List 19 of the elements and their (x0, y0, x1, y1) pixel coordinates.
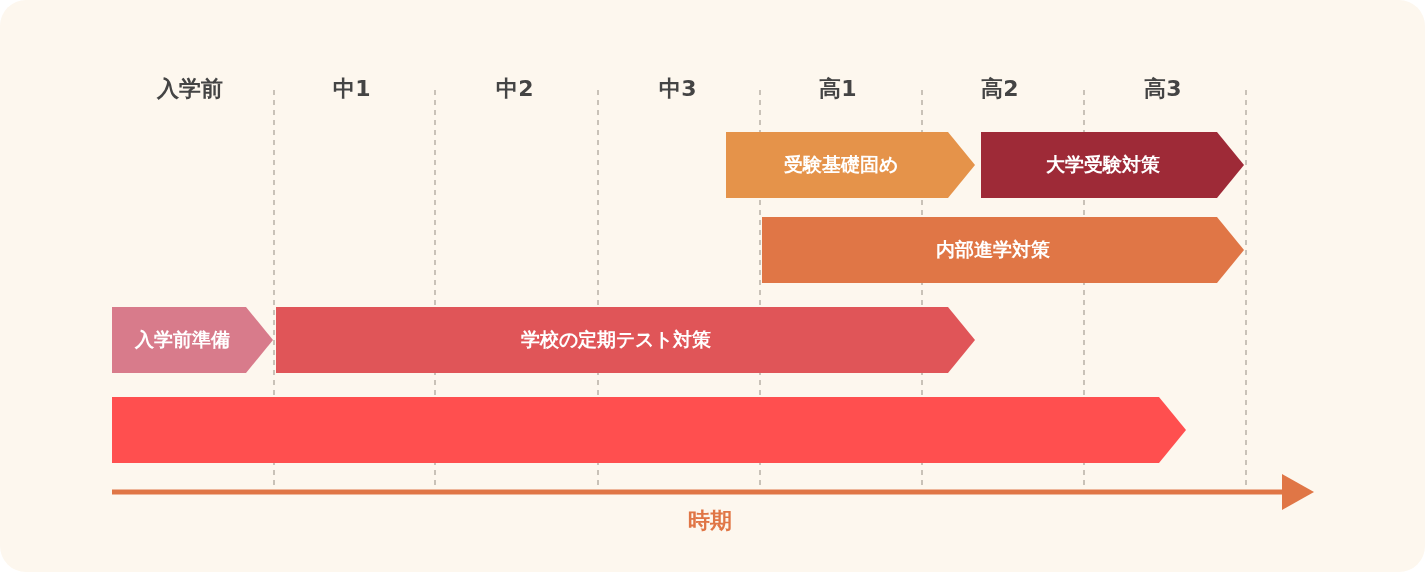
bar-label: 学校の定期テスト対策 (520, 327, 711, 352)
column-header: 高2 (981, 75, 1019, 103)
chevron-bar (276, 307, 975, 373)
chevron-bar (112, 397, 1186, 463)
bar-label: 内部進学対策 (936, 237, 1050, 262)
column-header: 高3 (1144, 75, 1182, 103)
bar-label: 大学受験対策 (1045, 152, 1160, 177)
chevron-bar (112, 307, 273, 373)
bar-label: 受験基礎固め (783, 152, 898, 177)
column-header: 中1 (333, 75, 371, 103)
chevron-bar (726, 132, 975, 198)
column-header: 入学前 (157, 75, 223, 103)
axis-label: 時期 (688, 507, 732, 535)
column-header: 中2 (496, 75, 534, 103)
column-header: 高1 (819, 75, 857, 103)
bar-label: 入学前準備 (135, 327, 230, 352)
chevron-bar (762, 217, 1244, 283)
chevron-bar (981, 132, 1244, 198)
column-header: 中3 (659, 75, 697, 103)
